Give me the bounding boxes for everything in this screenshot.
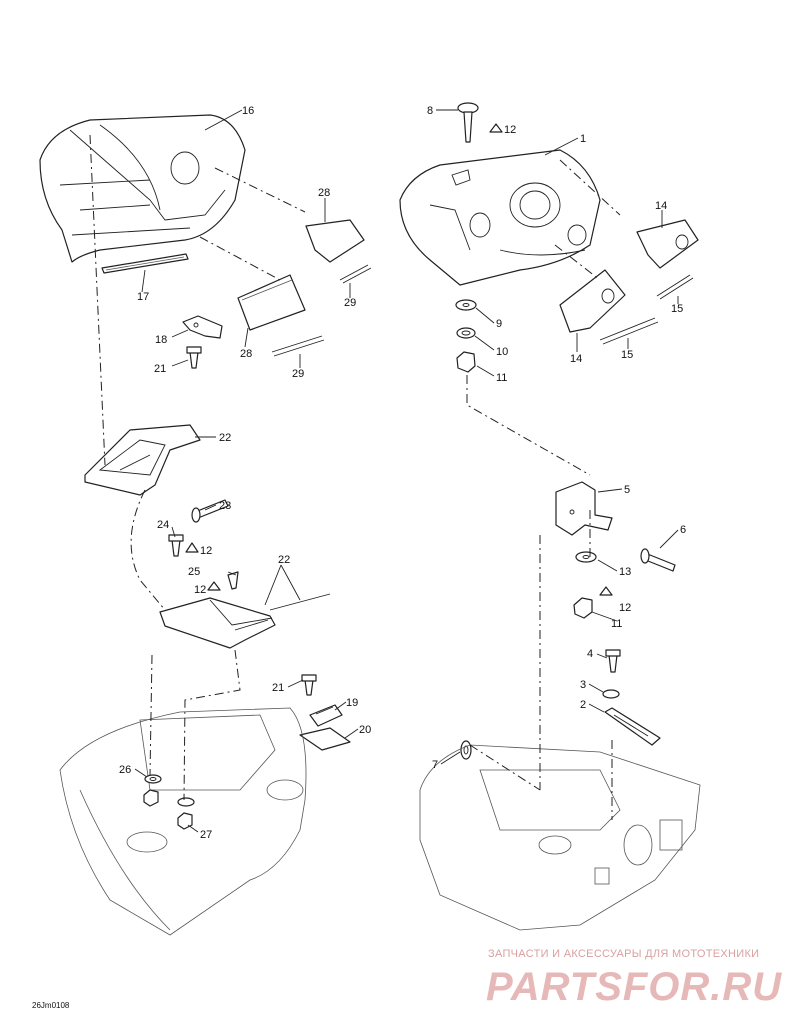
callout-1: 1 — [580, 133, 586, 145]
callout-22-lower: 22 — [278, 554, 290, 566]
part-16-console-shell — [39, 114, 246, 263]
callout-labels: 16 17 28 28 29 29 18 21 22 23 24 12 25 1… — [119, 105, 686, 841]
callout-15-upper: 15 — [671, 303, 683, 315]
part-11-nut-upper — [456, 351, 476, 373]
callout-21-upper: 21 — [154, 363, 166, 375]
right-assembly-lines — [466, 159, 621, 820]
callout-7: 7 — [432, 759, 438, 771]
part-17-trim-strip — [101, 253, 189, 274]
callout-18: 18 — [155, 334, 167, 346]
part-2-strap — [604, 707, 661, 746]
part-3-washer — [602, 689, 620, 699]
callout-29-lower: 29 — [292, 368, 304, 380]
part-23-rivet — [191, 499, 229, 523]
part-21-screw-lower — [301, 674, 317, 696]
callout-9: 9 — [496, 318, 502, 330]
part-12-clip-d — [599, 586, 613, 596]
part-4-screw — [605, 649, 621, 673]
callout-12-b: 12 — [194, 584, 206, 596]
callout-12-d: 12 — [619, 602, 631, 614]
part-22-plate-lower — [159, 593, 331, 649]
part-29-strip-upper — [339, 264, 372, 284]
part-21-screw-upper — [186, 346, 202, 369]
part-11-nut-lower — [573, 597, 593, 619]
callout-23: 23 — [219, 500, 231, 512]
callout-6: 6 — [680, 524, 686, 536]
part-9-washer — [455, 299, 477, 311]
part-18-bracket — [182, 315, 223, 339]
part-25-screw — [227, 571, 239, 590]
part-24-screw — [168, 534, 184, 557]
part-15-strip-lower — [599, 317, 659, 345]
callout-11-upper: 11 — [496, 372, 507, 384]
callout-28-lower: 28 — [240, 348, 252, 360]
callout-26: 26 — [119, 764, 131, 776]
part-28-cover-lower — [237, 274, 306, 331]
part-7-grommet — [460, 740, 472, 760]
drawing-code: 26Jm0108 — [32, 1001, 70, 1010]
callout-2: 2 — [580, 699, 586, 711]
callout-29-upper: 29 — [344, 297, 356, 309]
callout-15-lower: 15 — [621, 349, 633, 361]
callout-22-upper: 22 — [219, 432, 231, 444]
watermark-tagline: ЗАПЧАСТИ И АКСЕССУАРЫ ДЛЯ МОТОТЕХНИКИ — [488, 948, 759, 960]
callout-14-lower: 14 — [570, 353, 582, 365]
callout-20: 20 — [359, 724, 371, 736]
part-14-cover-lower — [559, 269, 626, 333]
part-29-strip-lower — [271, 335, 325, 357]
part-26-washer — [144, 774, 162, 784]
callout-25: 25 — [188, 566, 200, 578]
callout-28-upper: 28 — [318, 187, 330, 199]
part-5-bracket — [555, 481, 613, 536]
part-15-strip-upper — [656, 274, 694, 300]
callout-11-lower: 11 — [611, 618, 622, 630]
callout-4: 4 — [587, 648, 593, 660]
part-14-cover-upper — [636, 219, 699, 269]
part-6-rivet — [640, 548, 676, 572]
callout-24: 24 — [157, 519, 169, 531]
callout-21-lower: 21 — [272, 682, 284, 694]
right-base-body — [419, 744, 701, 931]
part-12-clip-a — [185, 542, 199, 553]
watermark-brand: PARTSFOR.RU — [486, 965, 782, 1009]
callout-8: 8 — [427, 105, 433, 117]
callout-17: 17 — [137, 291, 149, 303]
part-22-plate-upper — [84, 424, 201, 496]
callout-12-a: 12 — [200, 545, 212, 557]
part-1-console-shell — [399, 149, 601, 286]
callout-19: 19 — [346, 697, 358, 709]
watermark: ЗАПЧАСТИ И АКСЕССУАРЫ ДЛЯ МОТОТЕХНИКИ PA… — [486, 948, 782, 1009]
part-12-clip-c — [489, 123, 503, 133]
part-12-clip-b — [207, 581, 221, 591]
callout-14-upper: 14 — [655, 200, 667, 212]
callout-13: 13 — [619, 566, 631, 578]
callout-12-c: 12 — [504, 124, 516, 136]
part-19-clip — [309, 704, 343, 727]
callout-16: 16 — [242, 105, 254, 117]
callout-10: 10 — [496, 346, 508, 358]
part-8-bolt — [457, 102, 479, 143]
part-27-nut — [143, 789, 159, 807]
part-13-washer — [575, 551, 597, 563]
part-20-plate — [299, 727, 351, 751]
part-26-washer-2 — [177, 797, 195, 807]
callout-3: 3 — [580, 679, 586, 691]
left-assembly-lines — [89, 134, 306, 801]
part-10-washer — [456, 327, 476, 339]
part-28-cover-upper — [305, 219, 365, 263]
leader-lines — [134, 109, 679, 833]
callout-5: 5 — [624, 484, 630, 496]
callout-27: 27 — [200, 829, 212, 841]
